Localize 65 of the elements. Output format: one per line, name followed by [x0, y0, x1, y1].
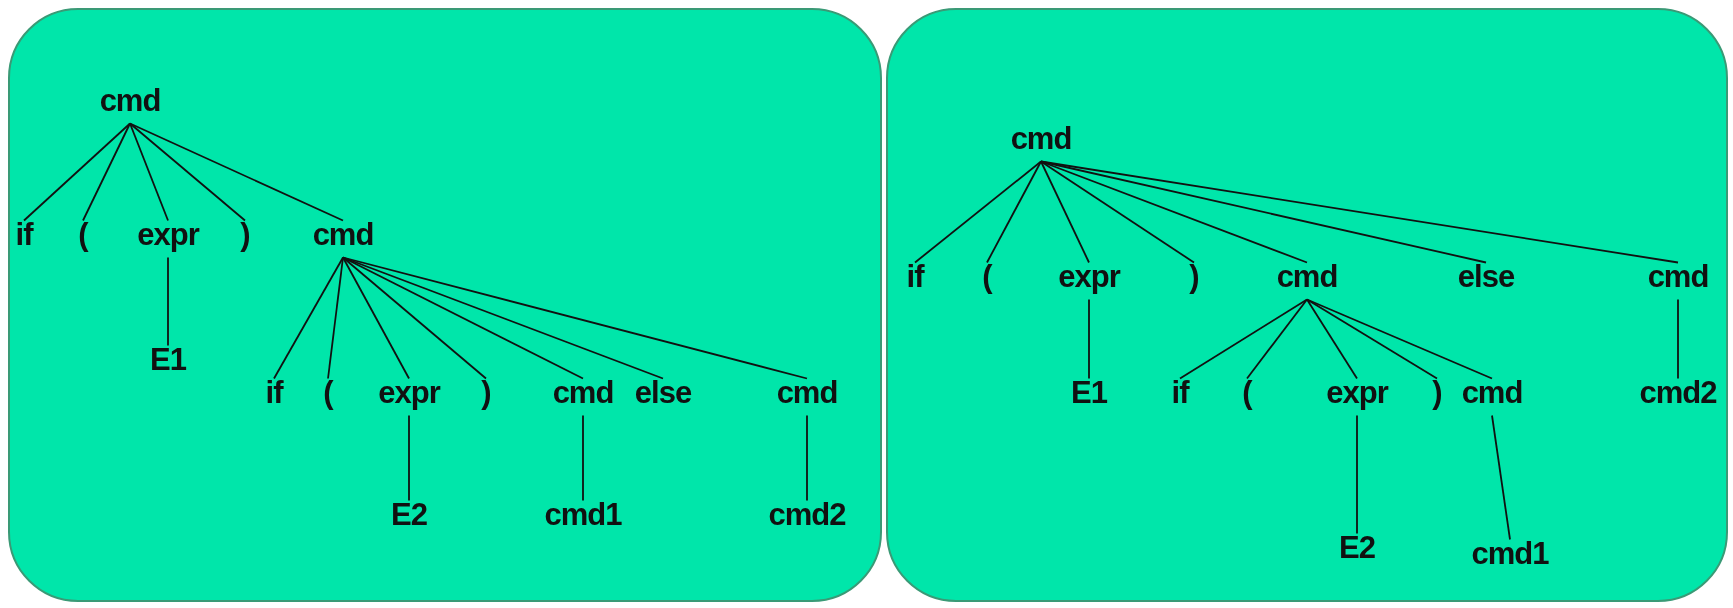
tree-branch-line: [1677, 298, 1679, 380]
tree-branch-line: [1040, 160, 1195, 264]
tree-branch-line: [986, 160, 1042, 264]
tree-branch-line: [1246, 298, 1308, 380]
tree-node-label: cmd1: [1470, 535, 1550, 571]
tree-branch-line: [342, 256, 410, 380]
tree-node-label: E1: [149, 341, 187, 377]
tree-node-label: if: [905, 258, 925, 294]
tree-branch-line: [1088, 298, 1090, 380]
tree-branch-line: [806, 414, 808, 502]
tree-node-label: else: [633, 374, 693, 410]
tree-branch-line: [23, 122, 131, 222]
tree-branch-line: [167, 256, 169, 347]
tree-node-label: expr: [1325, 374, 1389, 410]
tree-branch-line: [273, 256, 344, 380]
tree-branch-line: [1491, 414, 1511, 541]
tree-node-label: (: [981, 258, 993, 294]
tree-branch-line: [408, 414, 410, 502]
tree-branch-line: [129, 122, 169, 222]
tree-branch-line: [1306, 298, 1358, 380]
tree-branch-line: [1040, 160, 1090, 264]
tree-node-label: E1: [1070, 374, 1108, 410]
tree-node-label: ): [1431, 374, 1443, 410]
tree-node-label: cmd: [311, 216, 375, 252]
tree-node-label: cmd: [775, 374, 839, 410]
tree-node-label: cmd: [551, 374, 615, 410]
tree-branch-line: [342, 256, 808, 380]
tree-branch-line: [582, 414, 584, 502]
tree-node-label: cmd: [1460, 374, 1524, 410]
tree-branch-line: [1179, 298, 1308, 380]
tree-branch-line: [129, 122, 246, 222]
tree-branch-line: [1040, 160, 1679, 264]
tree-node-label: (: [1241, 374, 1253, 410]
tree-node-label: cmd: [98, 82, 162, 118]
tree-node-label: E2: [390, 496, 428, 532]
tree-branch-line: [342, 256, 584, 380]
tree-branch-line: [327, 256, 344, 380]
tree-node-label: (: [77, 216, 89, 252]
tree-node-label: expr: [1057, 258, 1121, 294]
tree-node-label: if: [264, 374, 284, 410]
tree-node-label: expr: [377, 374, 441, 410]
tree-branch-line: [1356, 414, 1358, 535]
tree-node-label: cmd: [1009, 120, 1073, 156]
tree-branch-line: [342, 256, 487, 380]
tree-branch-line: [1040, 160, 1487, 264]
tree-node-label: ): [1188, 258, 1200, 294]
tree-node-label: cmd1: [543, 496, 623, 532]
tree-node-label: cmd2: [767, 496, 847, 532]
tree-node-label: cmd: [1646, 258, 1710, 294]
tree-panel: [8, 8, 882, 602]
tree-node-label: ): [239, 216, 251, 252]
tree-panel: [886, 8, 1728, 602]
tree-node-label: cmd: [1275, 258, 1339, 294]
tree-branch-line: [82, 122, 131, 222]
tree-branch-line: [129, 122, 344, 222]
tree-branch-line: [914, 160, 1042, 264]
tree-node-label: else: [1456, 258, 1516, 294]
tree-node-label: if: [14, 216, 34, 252]
tree-branch-line: [1306, 298, 1493, 380]
tree-node-label: if: [1170, 374, 1190, 410]
tree-node-label: ): [480, 374, 492, 410]
tree-node-label: E2: [1338, 529, 1376, 565]
tree-node-label: cmd2: [1638, 374, 1718, 410]
tree-node-label: expr: [136, 216, 200, 252]
tree-node-label: (: [322, 374, 334, 410]
